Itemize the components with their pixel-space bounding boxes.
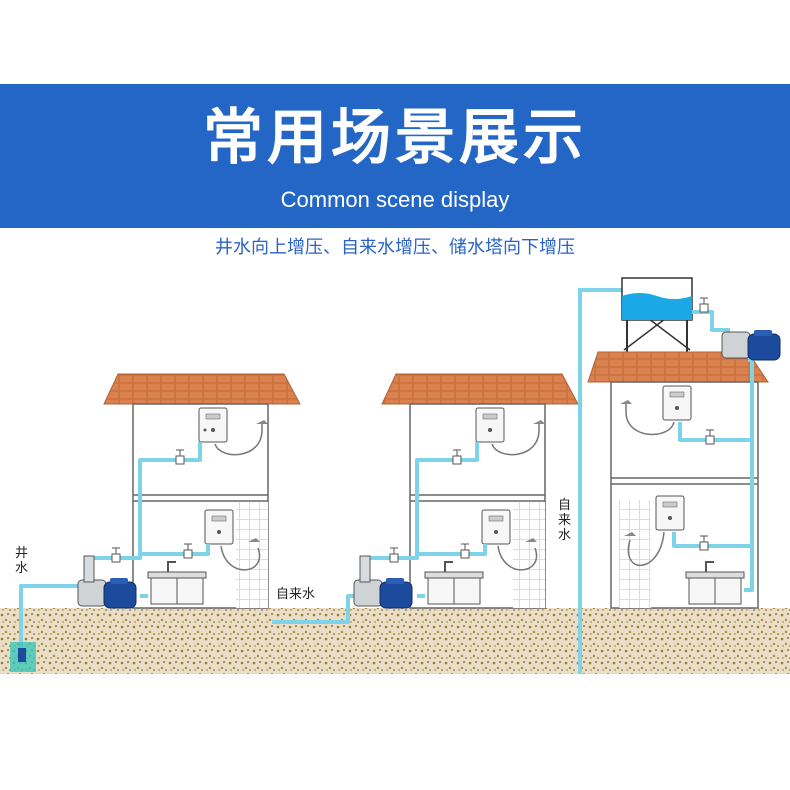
label-well-water: 井水 bbox=[14, 546, 28, 576]
well-1 bbox=[10, 642, 36, 672]
water-heater-upper bbox=[198, 407, 228, 443]
pipes-house-1 bbox=[19, 442, 210, 664]
pipes-house-2 bbox=[272, 442, 487, 624]
water-heater-lower bbox=[204, 509, 234, 545]
water-heater-lower-2 bbox=[481, 509, 511, 545]
kitchen-sink-2 bbox=[424, 561, 484, 605]
water-heater-upper-2 bbox=[475, 407, 505, 443]
water-pump-1 bbox=[77, 555, 137, 609]
water-pump-2 bbox=[353, 555, 413, 609]
water-tower-tank bbox=[621, 277, 693, 352]
house-1 bbox=[10, 373, 301, 672]
label-tap-water-1: 自来水 bbox=[276, 587, 316, 602]
kitchen-sink-3 bbox=[685, 561, 745, 605]
water-heater-upper-3 bbox=[662, 385, 692, 421]
house-2 bbox=[272, 373, 579, 624]
water-pump-3 bbox=[721, 330, 781, 361]
page-subtitle-english: Common scene display bbox=[280, 187, 510, 212]
scene-description: 井水向上增压、自来水增压、储水塔向下增压 bbox=[215, 237, 575, 258]
house-3 bbox=[578, 277, 781, 674]
header-banner bbox=[0, 84, 790, 228]
valves-house-3 bbox=[699, 297, 715, 551]
ground-soil bbox=[0, 608, 790, 674]
page-title: 常用场景展示 bbox=[203, 103, 587, 173]
water-heater-lower-3 bbox=[655, 495, 685, 531]
valves-house-2 bbox=[389, 449, 470, 563]
valves-house-1 bbox=[111, 449, 193, 563]
kitchen-sink-1 bbox=[147, 561, 207, 605]
label-tap-water-2: 自来水 bbox=[557, 498, 571, 543]
tap-water-riser bbox=[578, 288, 624, 674]
